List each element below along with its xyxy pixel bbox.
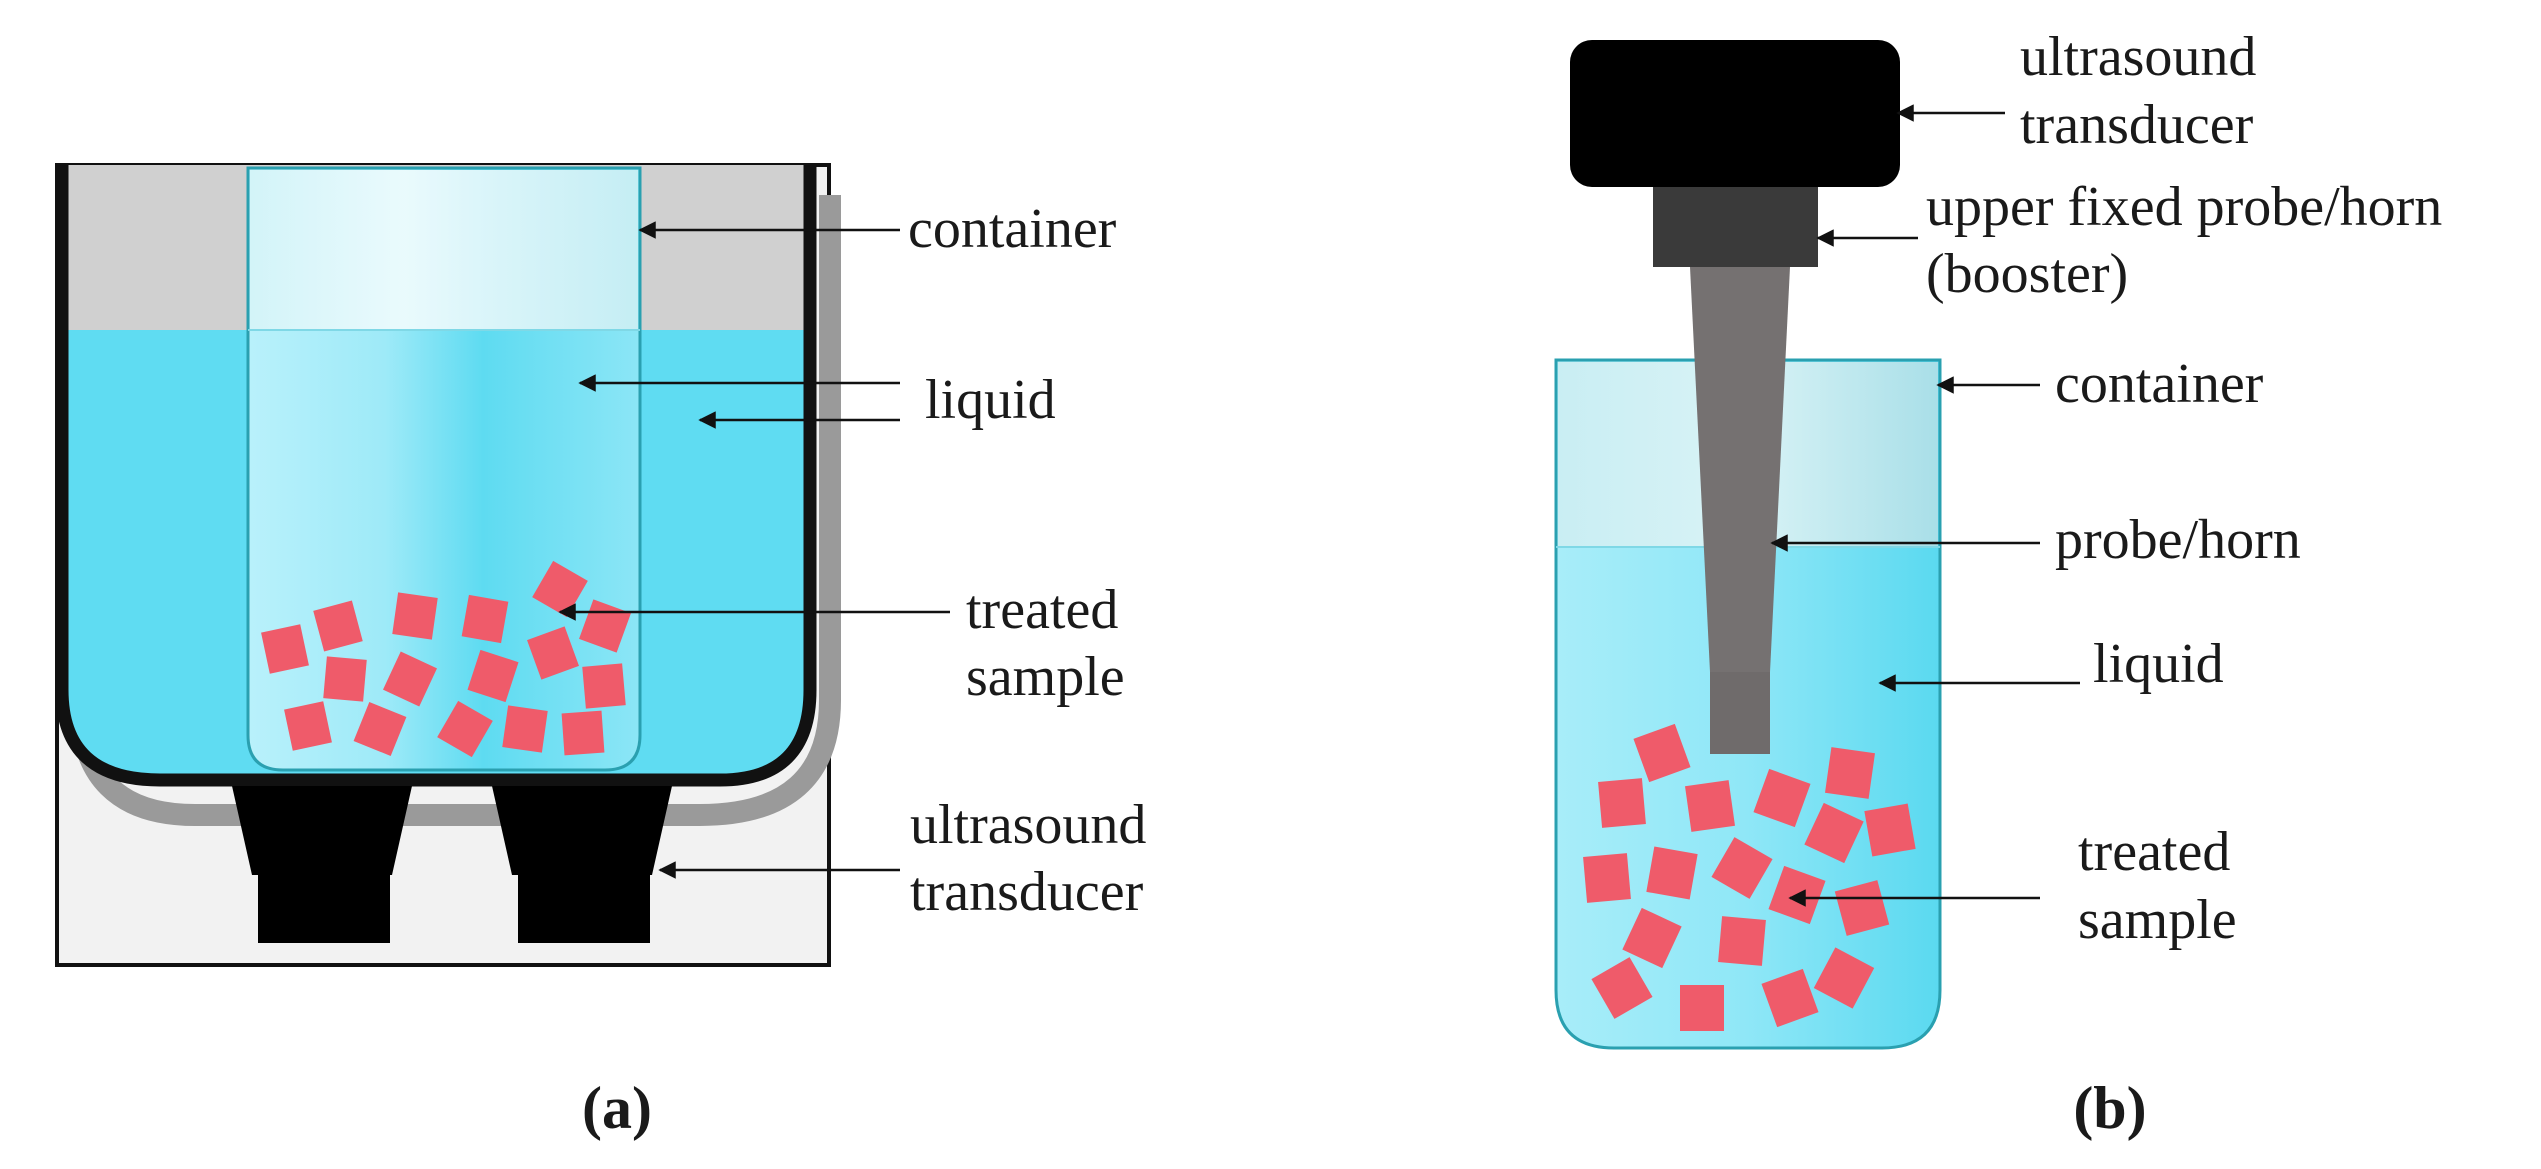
label-treated-sample-line2: sample — [966, 646, 1125, 708]
sample-cube — [1591, 957, 1653, 1019]
panel-a-leaders — [558, 221, 950, 879]
sample-cube — [1711, 837, 1773, 899]
label-ultrasound-transducer-line2: transducer — [910, 861, 1144, 923]
bath-transducer-right — [492, 786, 672, 943]
sample-cube — [461, 594, 509, 644]
sample-cube — [1633, 723, 1691, 783]
label-booster-line1: upper fixed probe/horn — [1926, 176, 2442, 238]
sample-cube — [313, 600, 363, 652]
sample-cube — [1583, 853, 1631, 903]
sample-cube — [1622, 907, 1682, 969]
sample-cube — [1753, 768, 1811, 828]
sample-cube — [392, 592, 438, 640]
sample-cube — [323, 656, 367, 702]
sample-cube — [1864, 803, 1916, 857]
label-ultrasound-transducer-line1: ultrasound — [910, 794, 1146, 856]
bath-container-headspace — [250, 170, 638, 330]
sample-cube — [382, 651, 438, 707]
sample-cube — [1761, 968, 1819, 1028]
sample-cube — [1685, 780, 1735, 832]
sample-cube — [353, 702, 407, 756]
label-b-container: container — [2055, 353, 2264, 415]
probe-horn-tip — [1710, 672, 1770, 754]
probe-transducer-head — [1570, 40, 1900, 187]
sample-cube — [1813, 947, 1875, 1009]
panel-a: container liquid treated sample ultrasou… — [55, 163, 1146, 1141]
label-b-treated-line2: sample — [2078, 889, 2237, 951]
sample-cube — [261, 624, 309, 674]
label-b-transducer-line1: ultrasound — [2020, 26, 2256, 88]
bath-samples — [261, 560, 631, 758]
probe-horn — [1690, 267, 1790, 672]
sample-cube — [561, 710, 605, 756]
bath-tank-wall — [55, 165, 817, 787]
label-b-liquid: liquid — [2093, 633, 2224, 695]
sample-cube — [1680, 985, 1724, 1031]
label-probe-horn: probe/horn — [2055, 509, 2301, 571]
sample-cube — [1598, 778, 1646, 828]
probe-samples — [1583, 723, 1916, 1031]
panel-b: ultrasound transducer upper fixed probe/… — [1554, 26, 2442, 1141]
panel-b-caption: (b) — [2073, 1075, 2146, 1141]
sample-cube — [1834, 880, 1890, 936]
sample-cube — [1804, 802, 1864, 864]
sample-cube — [1646, 846, 1698, 900]
sample-cube — [502, 705, 548, 753]
label-b-transducer-line2: transducer — [2020, 94, 2254, 156]
sample-cube — [527, 626, 579, 680]
sample-cube — [532, 560, 588, 618]
sample-cube — [582, 663, 626, 709]
sample-cube — [467, 649, 519, 703]
sample-cube — [437, 700, 493, 758]
sample-cube — [284, 701, 332, 751]
label-b-treated-line1: treated — [2078, 821, 2230, 883]
sample-cube — [1825, 747, 1875, 799]
label-liquid: liquid — [925, 369, 1056, 431]
sample-cube — [1718, 916, 1766, 966]
label-container: container — [908, 198, 1117, 260]
label-treated-sample-line1: treated — [966, 579, 1118, 641]
probe-booster — [1653, 187, 1818, 267]
panel-b-leaders — [1770, 104, 2080, 907]
panel-a-caption: (a) — [582, 1075, 652, 1141]
bath-transducer-left — [232, 786, 412, 943]
label-booster-line2: (booster) — [1926, 243, 2128, 305]
